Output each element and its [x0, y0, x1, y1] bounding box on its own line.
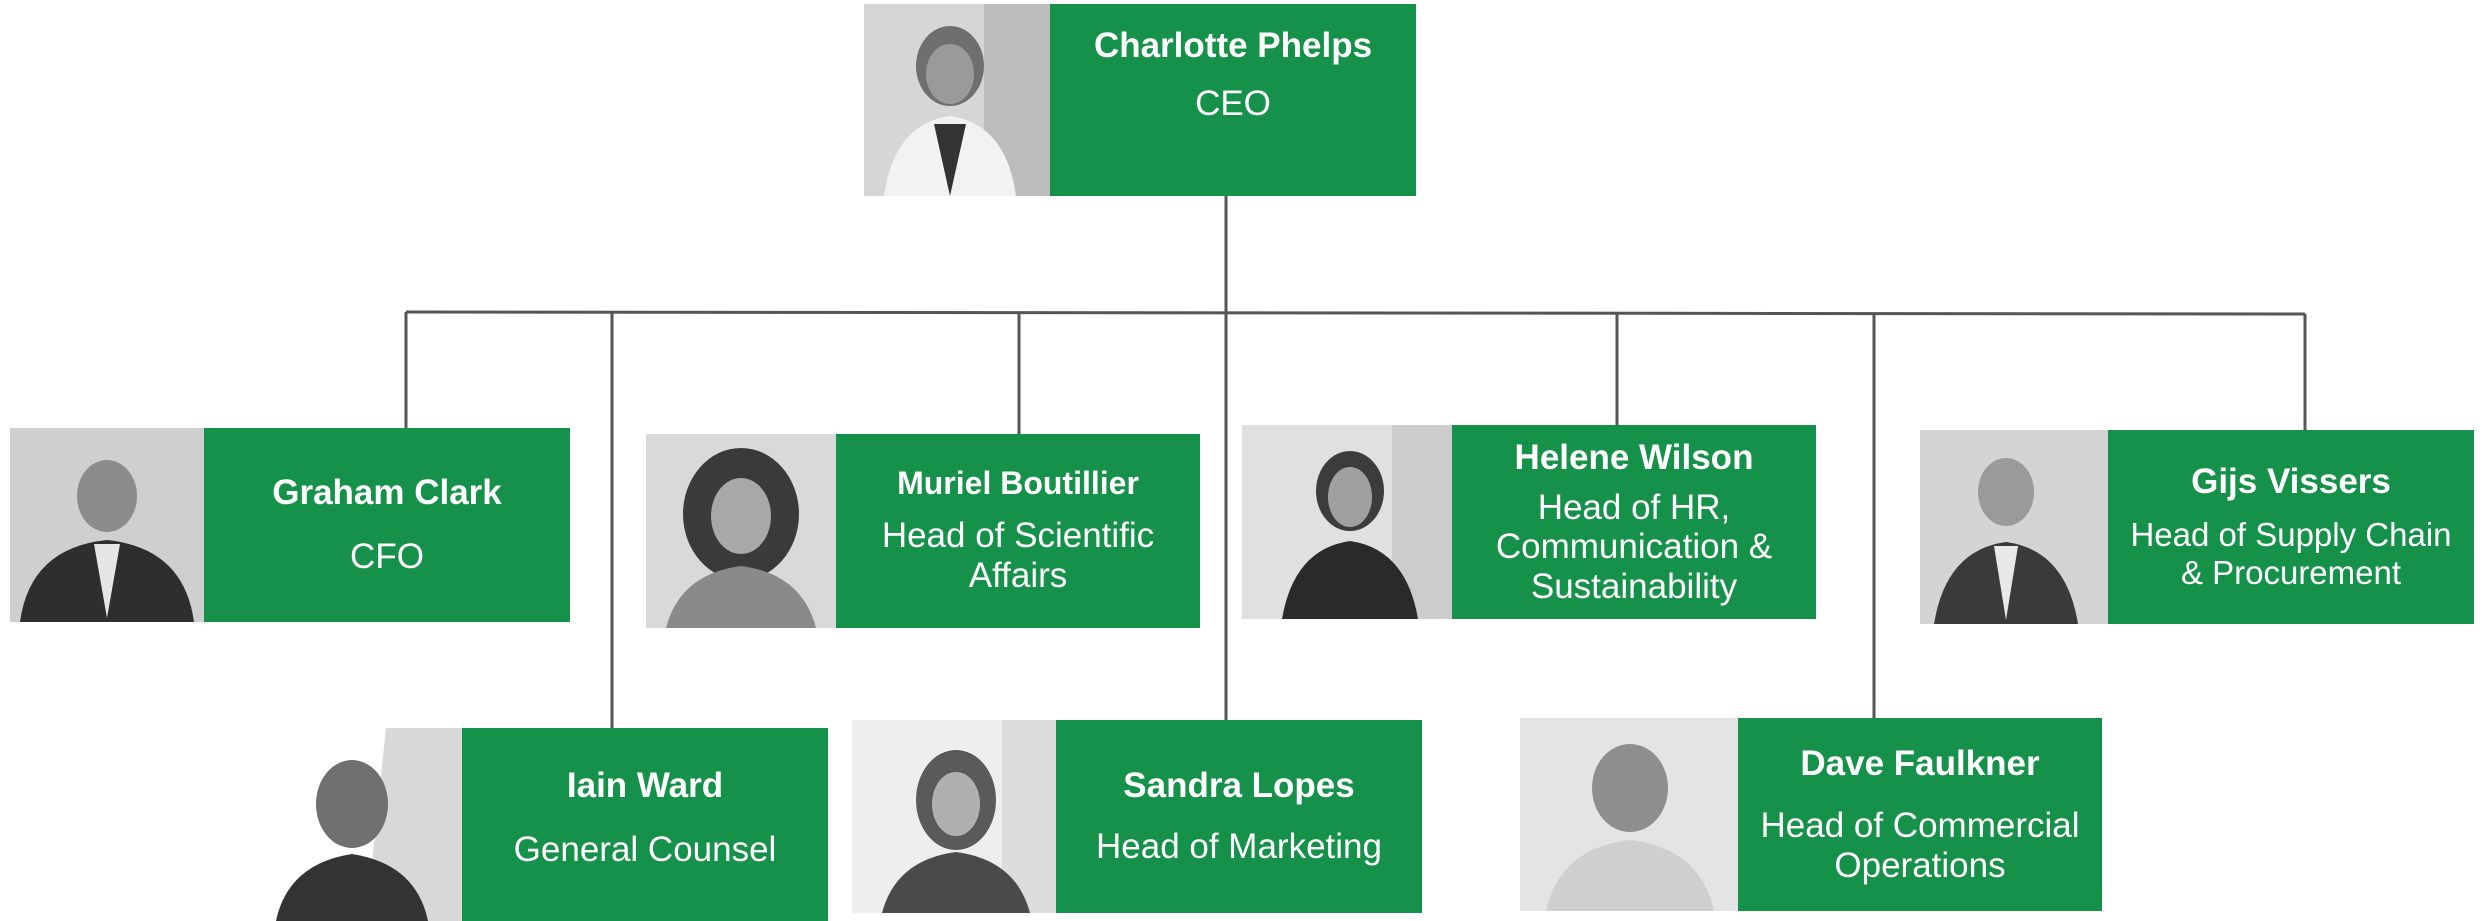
person-name: Gijs Vissers [2191, 461, 2391, 501]
helene-wilson-card: Helene Wilson Head of HR, Communication … [1242, 425, 1816, 619]
person-role: CFO [350, 537, 424, 576]
graham-clark-label: Graham Clark CFO [204, 428, 570, 622]
person-role: CEO [1195, 84, 1271, 124]
person-name: Charlotte Phelps [1093, 26, 1373, 65]
person-role: Head of Scientific Affairs [881, 516, 1155, 596]
portrait-photo-icon [10, 428, 204, 622]
person-name: Helene Wilson [1514, 437, 1754, 477]
gijs-vissers-label: Gijs Vissers Head of Supply Chain & Proc… [2108, 430, 2474, 624]
person-role: Head of Supply Chain & Procurement [2130, 516, 2452, 592]
dave-faulkner-label: Dave Faulkner Head of Commercial Operati… [1738, 718, 2102, 911]
portrait-photo-icon [256, 728, 462, 921]
sandra-lopes-card: Sandra Lopes Head of Marketing [852, 720, 1422, 913]
gijs-vissers-card: Gijs Vissers Head of Supply Chain & Proc… [1920, 430, 2474, 624]
portrait-photo-icon [1242, 425, 1452, 619]
portrait-photo-icon [646, 434, 836, 628]
person-role: Head of Commercial Operations [1760, 806, 2080, 885]
iain-ward-card: Iain Ward General Counsel [256, 728, 828, 921]
person-name: Graham Clark [272, 472, 502, 512]
helene-wilson-label: Helene Wilson Head of HR, Communication … [1452, 425, 1816, 619]
dave-faulkner-card: Dave Faulkner Head of Commercial Operati… [1520, 718, 2102, 911]
graham-clark-card: Graham Clark CFO [10, 428, 570, 622]
iain-ward-label: Iain Ward General Counsel [462, 728, 828, 921]
person-role: Head of Marketing [1096, 826, 1382, 866]
portrait-photo-icon [1920, 430, 2108, 624]
portrait-photo-icon [864, 4, 1050, 196]
portrait-photo-icon [852, 720, 1056, 913]
person-name: Dave Faulkner [1800, 743, 2040, 783]
person-name: Muriel Boutillier [897, 465, 1139, 502]
muriel-boutillier-label: Muriel Boutillier Head of Scientific Aff… [836, 434, 1200, 628]
person-name: Sandra Lopes [1123, 766, 1355, 806]
ceo-label: Charlotte Phelps CEO [1050, 4, 1416, 196]
muriel-boutillier-card: Muriel Boutillier Head of Scientific Aff… [646, 434, 1200, 628]
ceo-card: Charlotte Phelps CEO [864, 4, 1416, 196]
sandra-lopes-label: Sandra Lopes Head of Marketing [1056, 720, 1422, 913]
reports-bus-line [405, 310, 2306, 316]
person-role: General Counsel [513, 830, 777, 870]
person-role: Head of HR, Communication & Sustainabili… [1495, 487, 1773, 606]
portrait-photo-icon [1520, 718, 1738, 911]
person-name: Iain Ward [566, 766, 724, 805]
